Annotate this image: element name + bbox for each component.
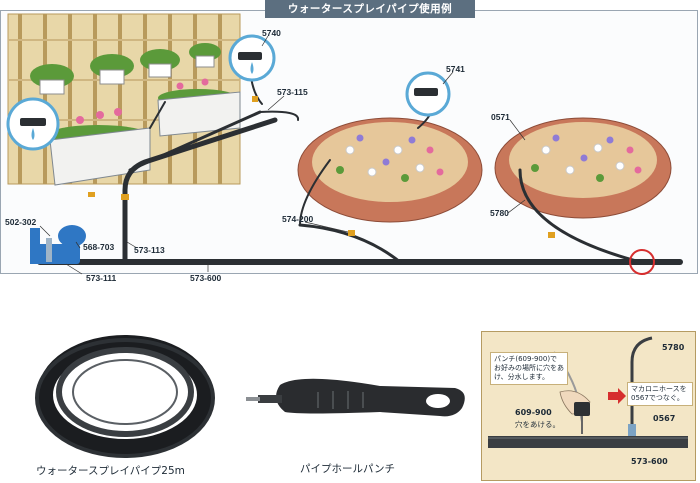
zoom-label-573-600: 573-600 <box>631 457 668 466</box>
label-5741: 5741 <box>446 64 465 74</box>
pipe-network <box>37 61 683 265</box>
label-573-600: 573-600 <box>190 273 222 283</box>
label-5780: 5780 <box>490 208 509 218</box>
caption-pipe: ウォータースプレイパイプ25m <box>36 465 185 477</box>
label-568-703: 568-703 <box>83 242 115 252</box>
page-title: ウォータースプレイパイプ使用例 <box>265 0 475 18</box>
label-5740: 5740 <box>262 28 281 38</box>
planter-boxes <box>48 78 241 186</box>
usage-example-panel: ウォータースプレイパイプ使用例 5740 5741 0571 573-115 5… <box>0 0 698 283</box>
zoom-label-0567: 0567 <box>653 414 676 423</box>
irrigation-scene <box>6 13 683 275</box>
connection-detail-panel: パンチ(609-900)でお好みの場所に穴をあけ、分水します。 マカロニホースを… <box>481 331 696 481</box>
label-573-111: 573-111 <box>86 273 117 283</box>
leader-lines <box>39 35 526 275</box>
caption-punch: パイプホールパンチ <box>300 463 396 475</box>
label-573-115: 573-115 <box>277 87 308 97</box>
zoom-marker <box>629 249 655 275</box>
zoom-label-609-900: 609-900 <box>515 408 552 417</box>
zoom-label-5780: 5780 <box>662 343 685 352</box>
brick-planters <box>297 117 672 223</box>
label-573-113: 573-113 <box>134 245 165 255</box>
pipe-coil-illustration <box>35 335 215 458</box>
connection-detail-drawing <box>488 336 688 448</box>
hanging-pots <box>30 43 221 95</box>
note-punch: パンチ(609-900)でお好みの場所に穴をあけ、分水します。 <box>490 352 568 385</box>
hole-punch-illustration <box>246 378 465 417</box>
faucet-assembly <box>30 225 86 264</box>
label-502-302: 502-302 <box>5 217 37 227</box>
zoom-label-hole: 穴をあける。 <box>515 420 560 429</box>
label-574-200: 574-200 <box>282 214 314 224</box>
pipe-joints <box>88 96 555 238</box>
nozzle-details <box>20 52 438 140</box>
note-hose: マカロニホースを0567でつなぐ。 <box>627 382 693 406</box>
label-0571: 0571 <box>491 112 510 122</box>
